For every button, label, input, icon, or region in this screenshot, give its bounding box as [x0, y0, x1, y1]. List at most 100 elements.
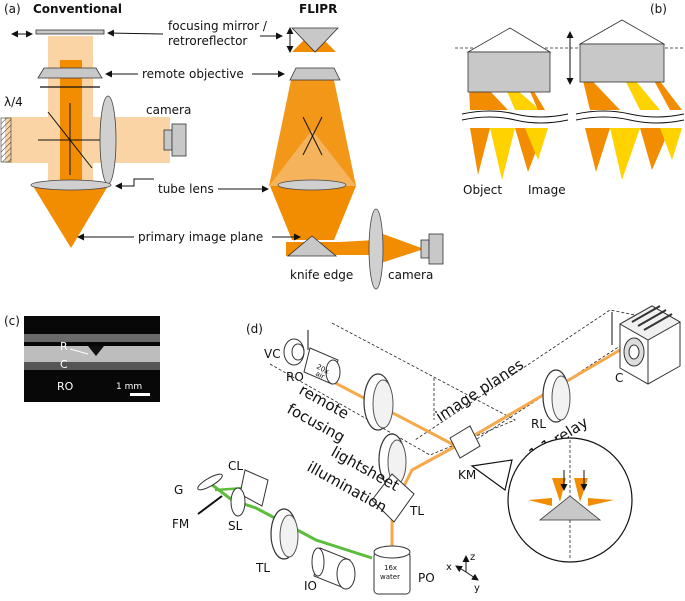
flipr-camera-sensor — [420, 239, 430, 259]
flipr-ray-cross-2 — [302, 116, 323, 156]
conventional-tube-lens — [30, 179, 112, 191]
r-pointer — [69, 348, 89, 355]
conventional-camera-sensor — [163, 129, 173, 151]
vc-label: VC — [264, 347, 281, 361]
panel-c: (c) R C RO 1 mm — [4, 314, 160, 402]
knife-edge-prism — [286, 235, 338, 257]
image-label: Image — [528, 183, 566, 197]
zoom-beam-side-right — [588, 498, 614, 506]
flipr-beams — [269, 30, 424, 266]
image-prism-top — [578, 19, 666, 45]
camera-left-label: camera — [146, 103, 191, 117]
axis-z-label: z — [470, 552, 475, 563]
primary-image-plane-label: primary image plane — [138, 230, 263, 244]
object-prism — [467, 51, 551, 93]
remote-objective-d: 20x air — [303, 347, 341, 385]
primary-objective: 16x water — [373, 545, 411, 595]
tube-lens-1-inner — [372, 379, 394, 429]
conventional-title: Conventional — [33, 2, 122, 16]
micrograph-prism-tip — [88, 346, 104, 356]
panel-b-label: (b) — [650, 2, 667, 16]
flipr-retroreflector — [291, 27, 339, 53]
axis-x-label: x — [446, 562, 452, 573]
cylindrical-lens — [239, 469, 269, 507]
mirror-pointer-left — [107, 29, 164, 37]
beam-dump — [0, 117, 12, 163]
zoom-beam-side-left — [528, 498, 552, 506]
break-line-left-1 — [461, 110, 569, 118]
flipr-camera-body — [428, 233, 444, 265]
panel-c-label: (c) — [4, 314, 20, 328]
panel-a-label: (a) — [4, 2, 21, 16]
illumination-beam — [206, 479, 373, 560]
galvo — [197, 473, 223, 491]
camera-right-label: camera — [388, 268, 433, 282]
zoom-pointer — [470, 459, 513, 492]
km-label: KM — [458, 468, 476, 482]
g-label: G — [174, 483, 183, 497]
rl-label: RL — [531, 417, 546, 431]
image-prism — [579, 43, 665, 83]
axis-y-label: y — [474, 583, 480, 594]
po-mag-label: 16x — [384, 564, 397, 572]
micrograph-band-2 — [24, 346, 160, 362]
knife-edge-label: knife edge — [290, 268, 353, 282]
po-label: PO — [418, 571, 435, 585]
fm-label: FM — [172, 517, 189, 531]
tl2-label: TL — [409, 504, 424, 518]
object-prism-top — [466, 27, 552, 53]
panel-d: (d) VC 20x air RO remote focusing TL — [172, 305, 682, 595]
break-line-right-2 — [575, 116, 685, 124]
flipr-title: FLIPR — [299, 2, 337, 16]
zoom-prism — [538, 495, 602, 521]
flipr-remote-objective — [289, 67, 341, 81]
conventional-camera-body — [171, 123, 187, 157]
ro-label: RO — [57, 380, 74, 393]
mirror-label-2: retroreflector — [168, 34, 247, 48]
objective-medium-label: air — [314, 370, 326, 381]
panel-a: (a) Conventional FLIPR λ/4 camera — [0, 2, 444, 290]
relay-lens-inner — [551, 375, 571, 421]
break-line-right-1 — [575, 110, 685, 118]
voice-coil-inner — [291, 343, 305, 361]
conventional-mirror — [35, 29, 105, 35]
remote-objective-label: remote objective — [142, 67, 244, 81]
panel-b: (b) Object — [455, 2, 685, 197]
flipr-camera-lens — [368, 208, 384, 290]
knife-mirror — [449, 425, 481, 459]
image-planes-label: image planes — [432, 355, 527, 425]
sl-label: SL — [228, 519, 243, 533]
micrograph-band-3 — [24, 362, 160, 370]
micrograph-band-1 — [24, 334, 160, 342]
tl3-label: TL — [255, 561, 270, 575]
camera-d — [618, 305, 682, 385]
object-label: Object — [463, 183, 502, 197]
tube-lens-label: tube lens — [158, 182, 214, 196]
scale-label: 1 mm — [116, 382, 142, 392]
c-label: C — [60, 358, 68, 371]
scan-lens — [230, 487, 246, 517]
conventional-remote-objective — [37, 67, 103, 79]
illumination-objective — [311, 547, 356, 590]
c-d-label: C — [615, 371, 623, 385]
quarter-wave-label: λ/4 — [4, 95, 23, 109]
scale-bar — [130, 393, 150, 396]
panel-d-label: (d) — [246, 322, 263, 336]
ro-d-label: RO — [286, 370, 304, 384]
break-line-left-2 — [461, 116, 569, 124]
flipr-tube-lens — [277, 179, 347, 191]
cl-label: CL — [228, 459, 243, 473]
tube-lens-3-inner — [279, 514, 299, 558]
conventional-camera-lens — [99, 95, 117, 185]
fold-mirror — [197, 495, 223, 515]
io-label: IO — [304, 579, 317, 593]
dichroic-mirror — [371, 473, 415, 523]
r-label: R — [60, 340, 68, 353]
voice-coil — [283, 338, 305, 366]
axes-indicator: z x y — [446, 552, 480, 594]
mirror-label-1: focusing mirror / — [168, 19, 268, 33]
po-medium-label: water — [380, 573, 400, 581]
image-plane-relay — [414, 309, 662, 451]
